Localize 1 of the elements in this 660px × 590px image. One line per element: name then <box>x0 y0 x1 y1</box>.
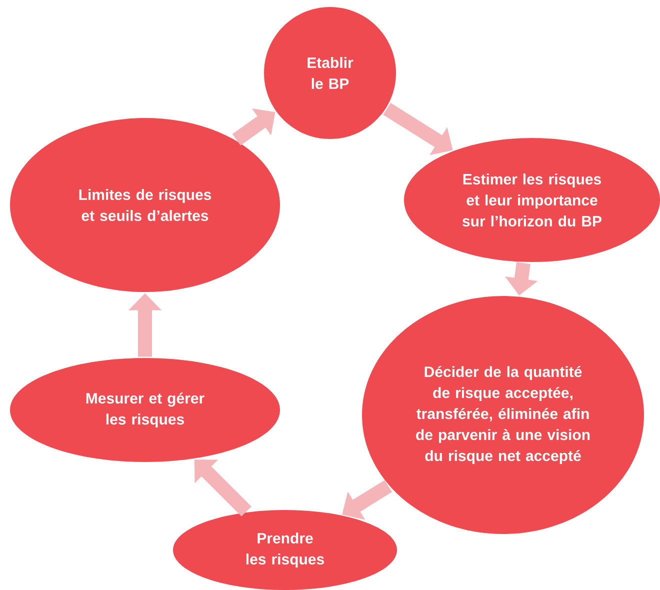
block-arrow <box>194 459 252 516</box>
